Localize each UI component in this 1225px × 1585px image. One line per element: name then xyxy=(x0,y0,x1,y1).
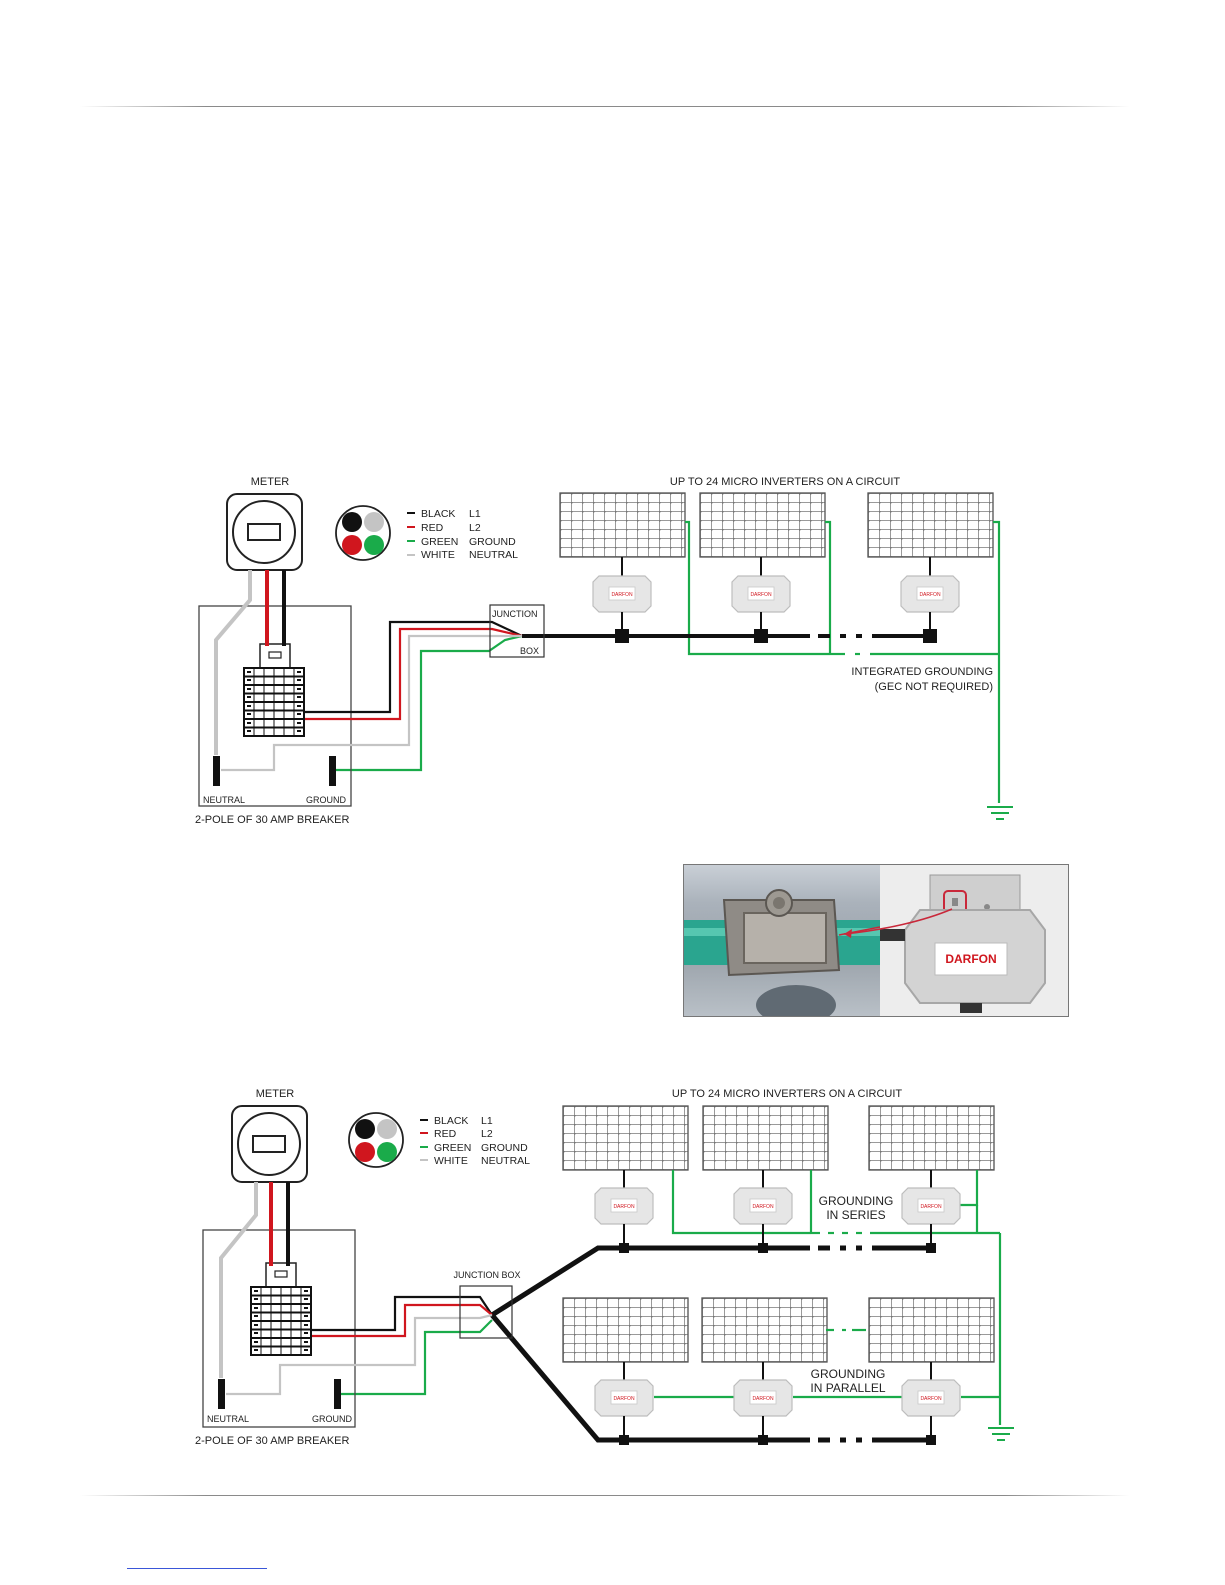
inverter-brand: DARFON xyxy=(611,592,633,598)
meter-icon xyxy=(226,493,303,571)
meter-icon xyxy=(231,1105,308,1183)
trunk-cable xyxy=(522,629,937,643)
service-panel xyxy=(198,605,352,807)
legend-black: BLACK xyxy=(421,508,455,520)
junction-box xyxy=(459,1285,513,1339)
ground-bar xyxy=(334,1379,341,1409)
legend-white-code: NEUTRAL xyxy=(469,549,518,561)
legend: BLACK L1 RED L2 GREEN GROUND WHITE NEUTR… xyxy=(420,1115,530,1167)
branch-circuit-wires xyxy=(221,620,523,772)
inverter-brand: DARFON xyxy=(919,592,941,598)
trunk-cables xyxy=(490,1243,936,1445)
meter-feed-wires xyxy=(219,1182,290,1378)
legend-green: GREEN xyxy=(421,536,458,548)
legend-green-code: GROUND xyxy=(481,1142,528,1154)
inverter-brand: DARFON xyxy=(613,1396,635,1402)
legend-red: RED xyxy=(421,522,444,534)
junction-label-bottom: BOX xyxy=(520,646,539,656)
branch-circuit-wires xyxy=(226,1295,493,1396)
meter-feed-wires xyxy=(214,570,286,755)
ground-label: GROUND xyxy=(306,795,346,805)
junction-box-label: JUNCTION BOX xyxy=(453,1270,520,1280)
photo-brand-label: DARFON xyxy=(945,952,996,966)
inverter-photo: DARFON xyxy=(880,865,1068,1016)
service-panel xyxy=(202,1229,356,1428)
diagram-series-parallel-grounding: METER BLACK L1 RED L2 GREEN GROUND WHITE… xyxy=(195,1088,1015,1447)
breaker-caption: 2-POLE OF 30 AMP BREAKER xyxy=(195,814,350,826)
legend-black-code: L1 xyxy=(469,508,481,520)
inverter-brand: DARFON xyxy=(750,592,772,598)
ground-bar xyxy=(329,756,336,786)
neutral-label: NEUTRAL xyxy=(203,795,245,805)
neutral-label: NEUTRAL xyxy=(207,1414,249,1424)
grounding-series-label: GROUNDING xyxy=(819,1194,894,1208)
breaker-caption: 2-POLE OF 30 AMP BREAKER xyxy=(195,1435,350,1447)
legend-green: GREEN xyxy=(434,1142,471,1154)
inverter-brand: DARFON xyxy=(752,1204,774,1210)
grounding-parallel-label: GROUNDING xyxy=(811,1367,886,1381)
breaker-bank xyxy=(243,667,305,737)
legend-red-code: L2 xyxy=(469,522,481,534)
diagram-integrated-grounding: METER BLACK L1 RED L2 GREEN GROUND WHITE… xyxy=(195,476,1014,826)
solar-panels xyxy=(559,492,994,558)
legend-white: WHITE xyxy=(421,549,455,561)
in-series-label: IN SERIES xyxy=(826,1208,885,1222)
inverter-brand: DARFON xyxy=(920,1204,942,1210)
circuit-title: UP TO 24 MICRO INVERTERS ON A CIRCUIT xyxy=(672,1088,903,1100)
legend: BLACK L1 RED L2 GREEN GROUND WHITE NEUTR… xyxy=(407,508,518,561)
main-breaker xyxy=(259,643,291,669)
legend-black: BLACK xyxy=(434,1115,468,1127)
legend-green-code: GROUND xyxy=(469,536,516,548)
inverter-brand: DARFON xyxy=(613,1204,635,1210)
inverter-brand: DARFON xyxy=(920,1396,942,1402)
integrated-grounding-label: INTEGRATED GROUNDING xyxy=(851,666,993,678)
breaker-bank xyxy=(250,1286,312,1356)
earth-ground-icon xyxy=(987,1427,1015,1441)
legend-red: RED xyxy=(434,1128,457,1140)
micro-inverters-bottom: DARFON DARFON DARFON xyxy=(594,1362,961,1440)
gec-not-required-label: (GEC NOT REQUIRED) xyxy=(875,681,993,693)
micro-inverters-top: DARFON DARFON DARFON xyxy=(594,1170,961,1248)
junction-box xyxy=(489,604,545,658)
ground-wires xyxy=(336,520,1001,803)
micro-inverters: DARFON DARFON DARFON xyxy=(592,557,960,636)
junction-label-top: JUNCTION xyxy=(492,609,538,619)
grounding-clip-closeup xyxy=(684,865,881,1016)
earth-ground-icon xyxy=(986,806,1014,820)
meter-label: METER xyxy=(256,1088,295,1100)
meter-label: METER xyxy=(251,476,290,488)
neutral-bar xyxy=(213,756,220,786)
inverter-brand: DARFON xyxy=(752,1396,774,1402)
header-rule xyxy=(80,106,1130,107)
solar-panels-bottom-row xyxy=(562,1297,995,1363)
wire-color-legend-icon xyxy=(348,1112,404,1168)
in-parallel-label: IN PARALLEL xyxy=(810,1381,885,1395)
ground-label: GROUND xyxy=(312,1414,352,1424)
legend-black-code: L1 xyxy=(481,1115,493,1127)
circuit-title: UP TO 24 MICRO INVERTERS ON A CIRCUIT xyxy=(670,476,901,488)
footer-rule xyxy=(80,1495,1130,1496)
footer-link-underline[interactable] xyxy=(127,1568,267,1569)
solar-panels-top-row xyxy=(562,1105,995,1171)
grounding-clip-photo: DARFON xyxy=(683,864,1069,1017)
ground-wires xyxy=(337,1170,1002,1425)
neutral-bar xyxy=(218,1379,225,1409)
legend-white: WHITE xyxy=(434,1155,468,1167)
main-breaker xyxy=(265,1262,297,1288)
legend-red-code: L2 xyxy=(481,1128,493,1140)
legend-white-code: NEUTRAL xyxy=(481,1155,530,1167)
wire-color-legend-icon xyxy=(335,505,391,561)
